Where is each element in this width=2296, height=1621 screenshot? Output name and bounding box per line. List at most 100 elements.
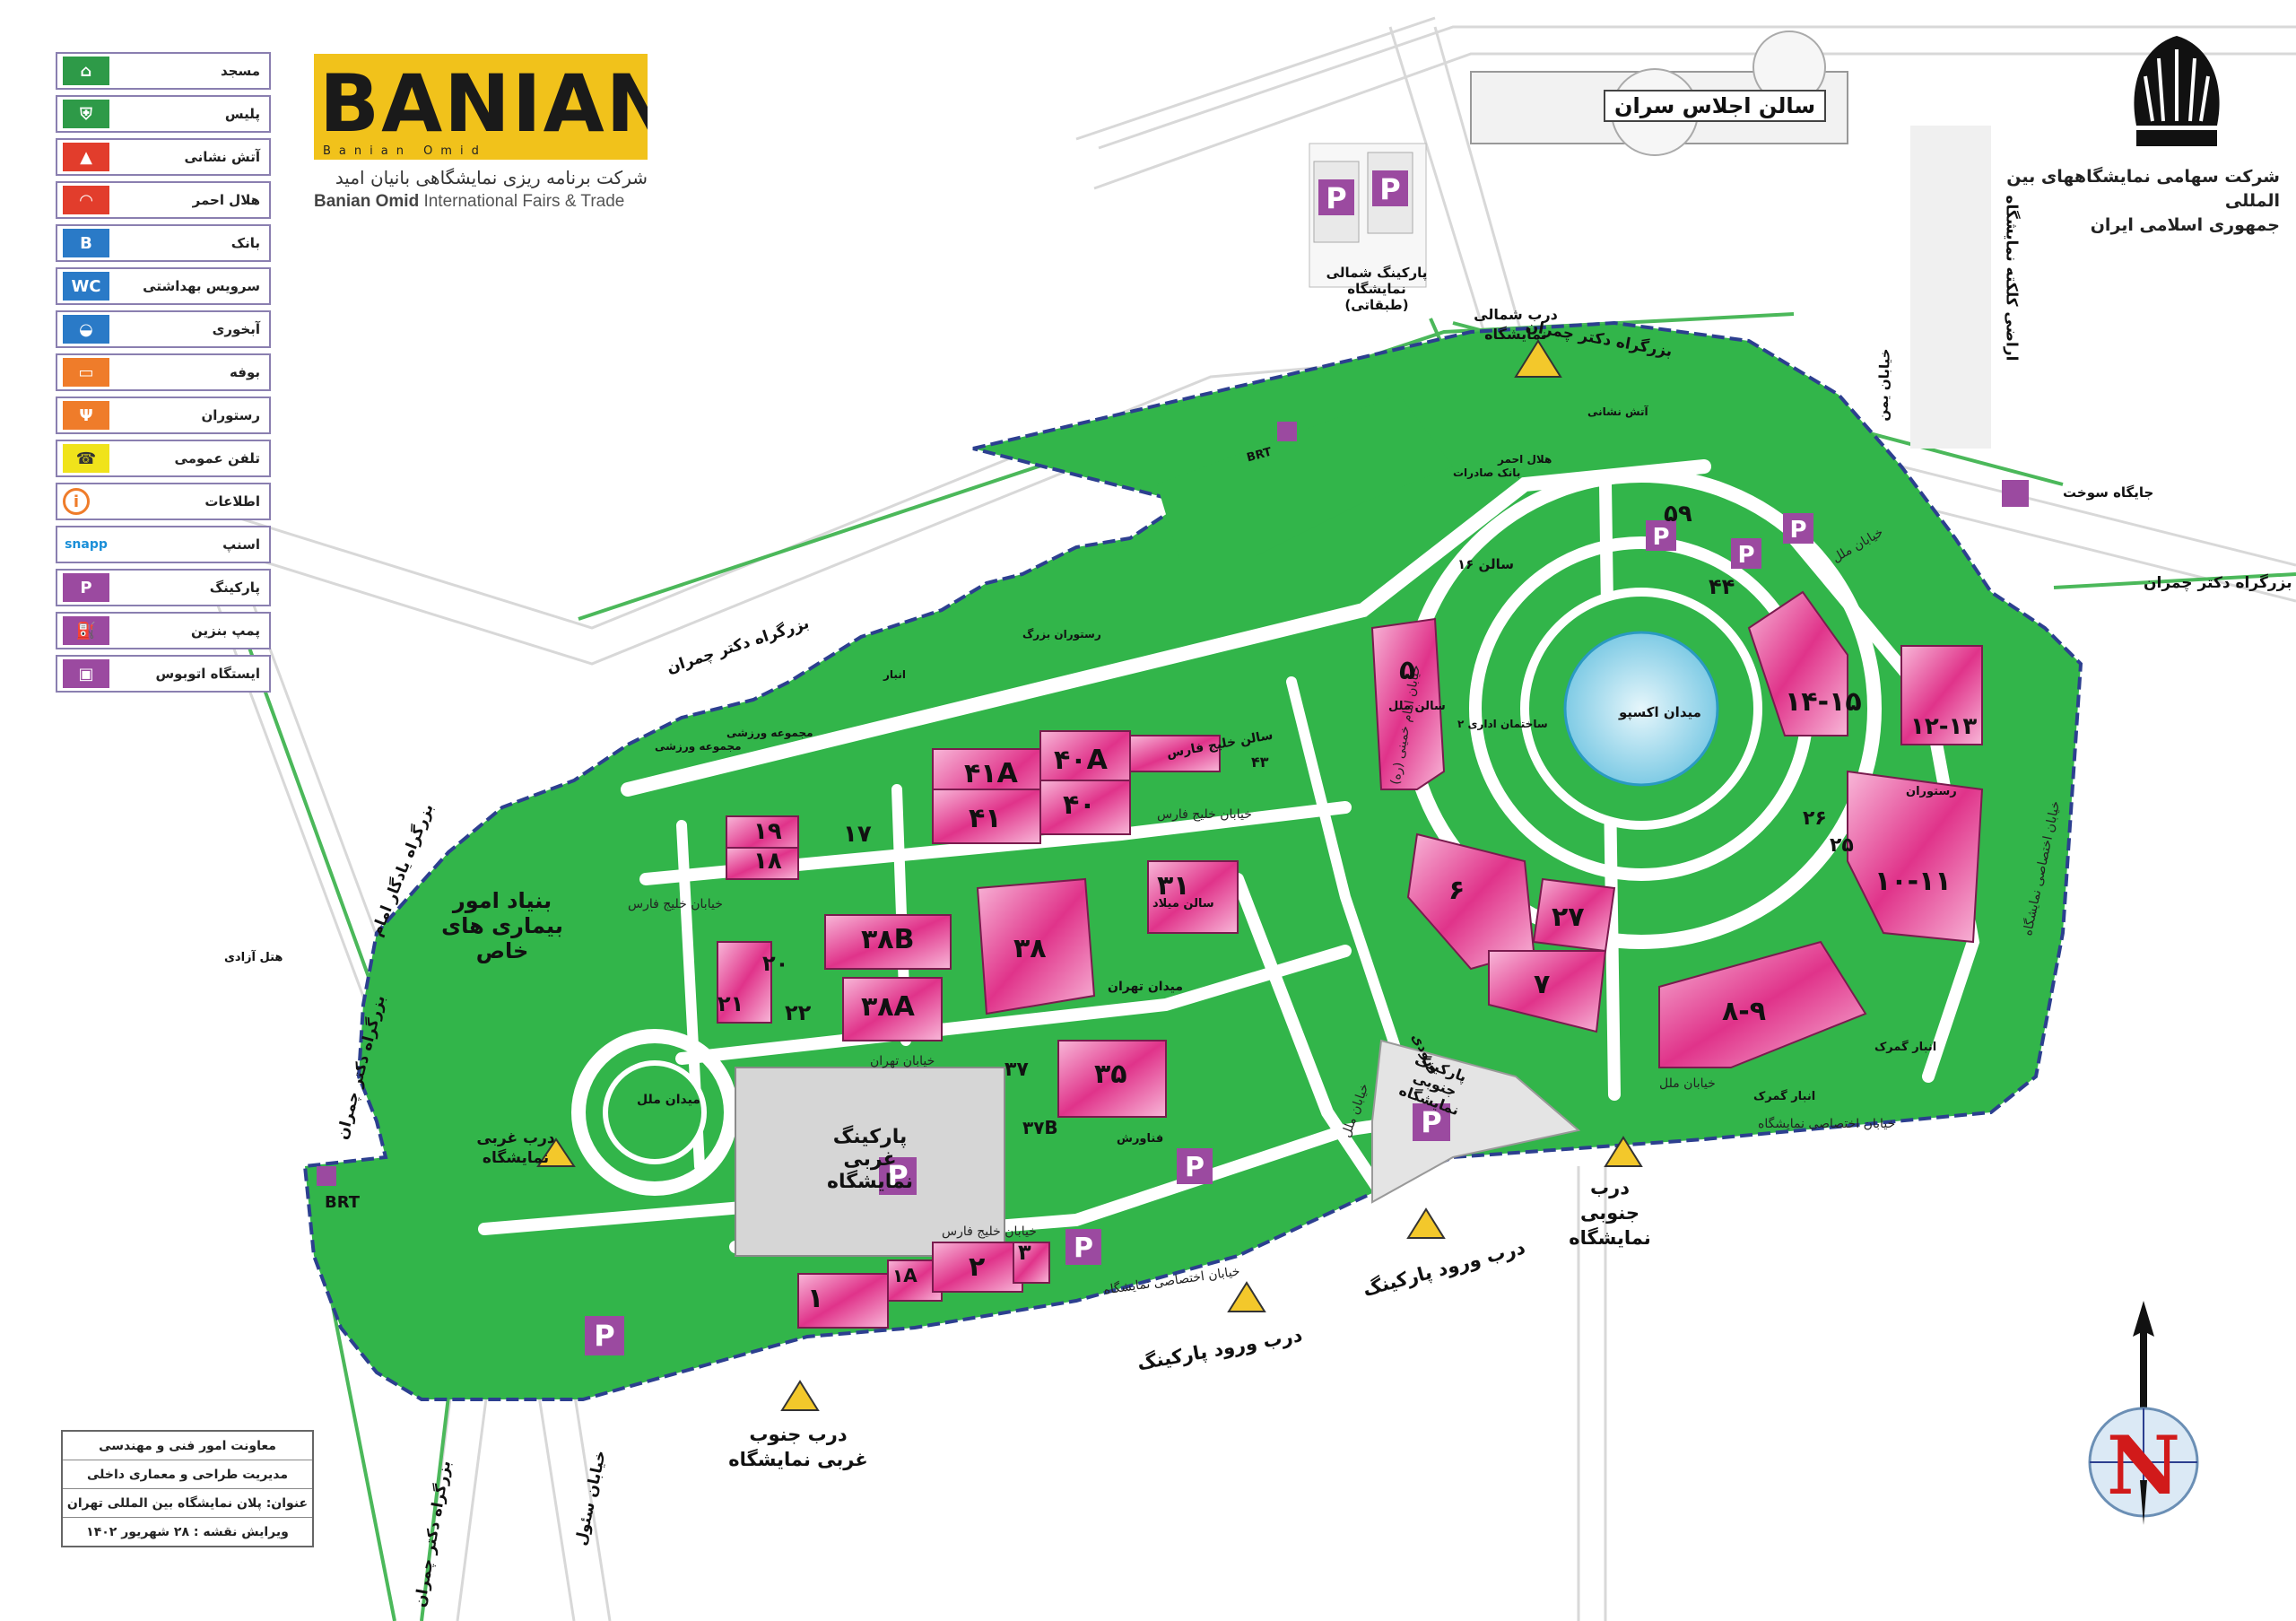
- bus-stop-icon: ▣: [63, 659, 109, 688]
- svg-text:P: P: [887, 1159, 908, 1193]
- hall-41: ۴۱: [969, 803, 1002, 834]
- banian-logo-latin: BANIAN: [319, 57, 648, 150]
- legend-label: مسجد: [220, 63, 260, 79]
- parking-markers: P P P P P P: [585, 513, 1813, 1355]
- hall-20: ۲۰: [762, 951, 789, 976]
- bank-icon: B: [63, 229, 109, 257]
- street-mellat-1: خیابان ملل: [1659, 1076, 1716, 1091]
- legend-restaurant: Ψ رستوران: [56, 397, 271, 434]
- tehran-square-label: میدان تهران: [1108, 980, 1184, 994]
- hall-12-13: ۱۲-۱۳: [1910, 713, 1978, 740]
- hall-17: ۱۷: [843, 821, 872, 848]
- info-department: معاونت امور فنی و مهندسی: [63, 1432, 312, 1460]
- conference-hall-label: سالن اجلاس سران: [1604, 90, 1827, 122]
- gate-south-west: درب جنوب غربی نمایشگاه: [728, 1424, 868, 1470]
- planetarium-label: فناورش: [1117, 1132, 1164, 1146]
- hall-35: ۳۵: [1094, 1059, 1127, 1090]
- water-fountain-icon: ◒: [63, 315, 109, 344]
- big-restaurant-label: رستوران بزرگ: [1022, 628, 1101, 641]
- buffet-icon: ▭: [63, 358, 109, 387]
- info-title: عنوان: پلان نمایشگاه بین المللی تهران: [63, 1489, 312, 1518]
- legend-label: تلفن عمومی: [174, 450, 260, 466]
- banian-logo-mark: BANIAN Banian Omid: [314, 54, 648, 160]
- kalhor-lands-label: اراضی کلکته نمایشگاه: [2002, 195, 2021, 362]
- bus-stops: [317, 422, 1297, 1186]
- hall-1: ۱: [807, 1283, 824, 1314]
- svg-text:P: P: [1737, 542, 1754, 569]
- street-tehran: خیابان تهران: [870, 1054, 935, 1068]
- hall-19: ۱۹: [753, 818, 782, 845]
- legend-label: اطلاعات: [204, 493, 260, 510]
- hall-5: ۵: [1399, 655, 1416, 686]
- info-management: مدیریت طراحی و معماری داخلی: [63, 1460, 312, 1489]
- hall-38: ۳۸: [1013, 933, 1047, 964]
- information-icon: i: [63, 488, 90, 515]
- hall-10-11: ۱۰-۱۱: [1874, 866, 1952, 897]
- legend-label: سرویس بهداشتی: [143, 278, 260, 294]
- legend-label: پارکینگ: [209, 580, 260, 596]
- north-arrow-icon: N: [2088, 1301, 2199, 1525]
- mellat-square-circle: [571, 1029, 738, 1196]
- hall-8-9: ۸-۹: [1722, 996, 1767, 1027]
- hall-38a: ۳۸A: [861, 991, 915, 1023]
- hall-5-sub: سالن ملل: [1388, 700, 1446, 713]
- legend-label: بوفه: [230, 364, 260, 380]
- road-yaman: خیابان یمن: [1874, 348, 1893, 422]
- gas-station-marker: [2002, 480, 2029, 507]
- legend-label: آبخوری: [212, 321, 260, 337]
- south-parking-lot: P: [1371, 1039, 1581, 1204]
- hall-18: ۱۸: [753, 848, 782, 875]
- wc-icon: WC: [63, 272, 109, 301]
- banian-logo: BANIAN Banian Omid شرکت برنامه ریزی نمای…: [314, 54, 648, 212]
- north-parking-label: پارکینگ شمالی نمایشگاه (طبقاتی): [1326, 265, 1428, 313]
- red-crescent-icon: ◠: [63, 186, 109, 214]
- svg-text:P: P: [1074, 1233, 1093, 1264]
- banian-english-rest: International Fairs & Trade: [419, 192, 625, 211]
- fire-station-icon: ▲: [63, 143, 109, 171]
- legend-parking: P پارکینگ: [56, 569, 271, 606]
- legend-gas-station: ⛽ پمپ بنزین: [56, 612, 271, 649]
- red-crescent-label: هلال احمر: [1498, 453, 1552, 466]
- hall-1a: ۱A: [892, 1265, 918, 1286]
- street-persian-gulf-3: خیابان خلیج فارس: [942, 1224, 1037, 1239]
- legend-label: رستوران: [201, 407, 261, 423]
- company-logo: شرکت سهامی نمایشگاههای بین المللی جمهوری…: [2000, 27, 2280, 238]
- legend: ⌂ مسجد ⛨ پلیس ▲ آتش نشانی ◠ هلال احمر B …: [56, 52, 271, 698]
- warehouse-label: انبار: [883, 668, 906, 681]
- legend-phone: ☎ تلفن عمومی: [56, 440, 271, 477]
- legend-label: پلیس: [224, 106, 260, 122]
- customs-label: انبار گمرک: [1753, 1090, 1816, 1103]
- banian-persian-name: شرکت برنامه ریزی نمایشگاهی بانیان امید: [335, 167, 648, 188]
- company-emblem-icon: [2134, 36, 2220, 146]
- hall-25: ۲۵: [1830, 834, 1854, 857]
- company-name-line1: شرکت سهامی نمایشگاههای بین المللی: [2006, 167, 2280, 211]
- legend-label: ایستگاه اتوبوس: [155, 666, 260, 682]
- azadi-hotel-label: هتل آزادی: [224, 951, 283, 964]
- legend-buffet: ▭ بوفه: [56, 353, 271, 391]
- legend-label: پمپ بنزین: [190, 623, 260, 639]
- legend-information: i اطلاعات: [56, 483, 271, 520]
- legend-red-crescent: ◠ هلال احمر: [56, 181, 271, 219]
- banian-english-bold: Banian Omid: [314, 192, 420, 211]
- customs-2-label: انبار گمرک: [1874, 1041, 1937, 1054]
- mellat-square-label: میدان ملل: [637, 1093, 700, 1107]
- west-parking-label: پارکینگ غربی نمایشگاه: [827, 1126, 913, 1193]
- gas-station-icon: ⛽: [63, 616, 109, 645]
- admin-building-label: ساختمان اداری ۲: [1457, 718, 1548, 730]
- sports-2-label: مجموعه ورزشی: [726, 727, 813, 739]
- foundation-label: بنیاد امور بیماری های خاص: [441, 888, 563, 963]
- police-icon: ⛨: [63, 100, 109, 128]
- map-info-box: معاونت امور فنی و مهندسی مدیریت طراحی و …: [61, 1430, 314, 1547]
- hall-7: ۷: [1534, 969, 1551, 1000]
- info-edition: ویرایش نقشه : ۲۸ شهریور ۱۴۰۲: [86, 1524, 289, 1539]
- hall-26: ۲۶: [1803, 807, 1827, 830]
- legend-snapp: snapp اسنپ: [56, 526, 271, 563]
- parking-icon: P: [63, 573, 109, 602]
- snapp-icon: snapp: [65, 537, 108, 552]
- svg-text:P: P: [1185, 1152, 1205, 1183]
- street-exclusive-south: خیابان اختصاصی نمایشگاه: [1758, 1117, 1896, 1131]
- hall-3: ۳: [1018, 1240, 1031, 1265]
- north-parking: P P: [1313, 152, 1413, 243]
- exhibition-halls: [717, 590, 1984, 1329]
